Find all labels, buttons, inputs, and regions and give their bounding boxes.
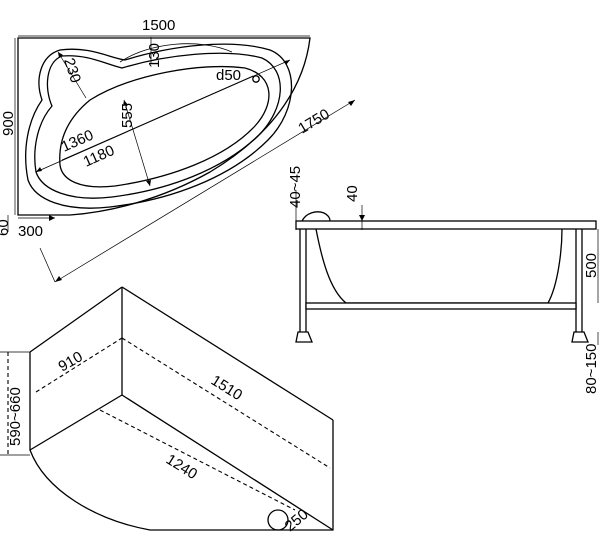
rim-label: 40 bbox=[344, 185, 361, 202]
top-view-outline bbox=[17, 37, 311, 216]
drain-circle bbox=[252, 75, 260, 83]
diagonal-label: 1750 bbox=[295, 106, 332, 138]
top-view: 1500 900 1750 1360 1180 555 230 130 d50 … bbox=[0, 17, 356, 283]
rim-label-130: 130 bbox=[146, 43, 163, 68]
depth-label: 900 bbox=[0, 111, 17, 136]
front-panel-curve bbox=[29, 352, 334, 531]
inner-width-label: 555 bbox=[119, 103, 136, 128]
offset-label: 300 bbox=[18, 223, 43, 240]
headrest-curve bbox=[119, 43, 233, 63]
long-side-label: 1510 bbox=[208, 372, 245, 404]
foot-right bbox=[571, 331, 589, 343]
side-view: 40~45 40 500 80~150 bbox=[287, 166, 600, 394]
edge-label: 60 bbox=[0, 219, 12, 236]
short-side-label: 910 bbox=[56, 348, 86, 375]
tub-basin bbox=[59, 65, 270, 188]
radius-label: 250 bbox=[282, 506, 312, 535]
side-rim bbox=[295, 220, 597, 230]
bottom-label: 1240 bbox=[163, 451, 200, 483]
legs-label: 80~150 bbox=[583, 344, 600, 394]
drain-label: d50 bbox=[216, 67, 241, 84]
foot-left bbox=[295, 331, 313, 343]
rim-label-230: 230 bbox=[60, 56, 84, 85]
width-label: 1500 bbox=[142, 17, 175, 34]
panel-view: 590~660 910 1510 1240 250 bbox=[0, 286, 334, 535]
side-tub-body bbox=[315, 228, 563, 304]
height-label: 500 bbox=[583, 253, 600, 278]
tub-rim bbox=[34, 52, 281, 199]
rim-range-label: 40~45 bbox=[287, 166, 304, 208]
tub-shell-outer bbox=[25, 43, 293, 209]
panel-height-label: 590~660 bbox=[7, 387, 24, 446]
panel-drain bbox=[267, 509, 289, 531]
